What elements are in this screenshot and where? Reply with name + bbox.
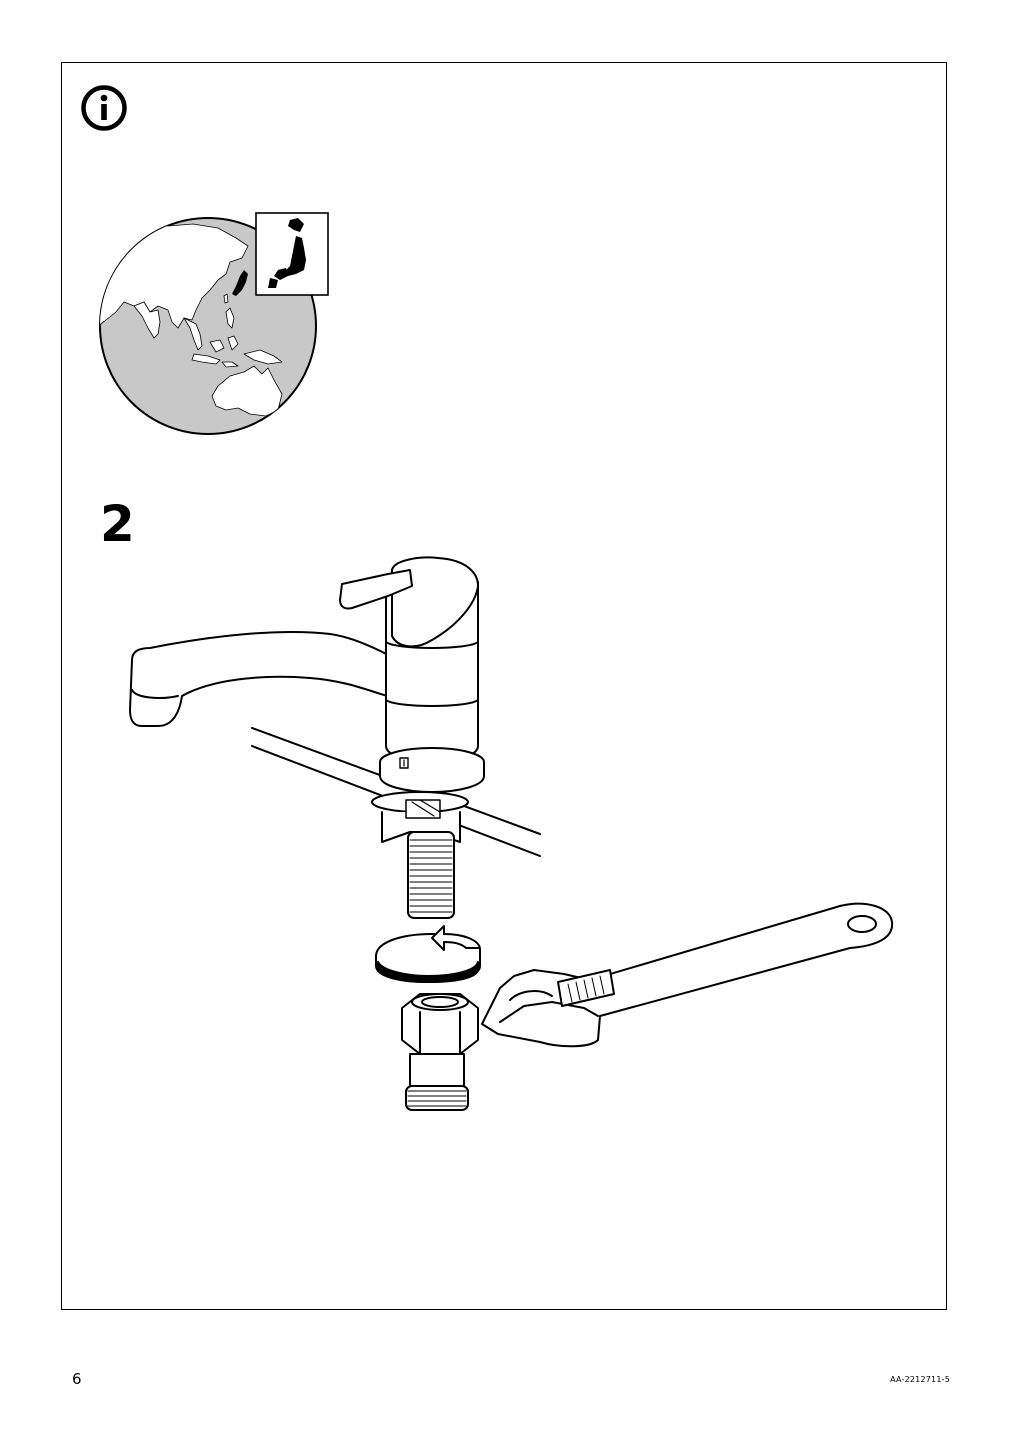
document-code: AA-2212711-5 (890, 1375, 950, 1384)
faucet-icon (129, 556, 485, 793)
asia-pacific-globe-icon (99, 212, 329, 435)
step-number: 2 (100, 495, 135, 553)
rotate-counterclockwise-arrow-icon (375, 925, 481, 983)
page-number: 6 (72, 1370, 82, 1388)
japan-map-icon (268, 218, 306, 288)
info-icon (81, 85, 127, 131)
adjustable-wrench-icon (481, 902, 894, 1048)
instruction-frame (61, 62, 947, 1310)
faucet-installation-illustration (129, 556, 894, 1111)
connector-nut-icon (401, 993, 479, 1111)
threaded-shank-icon (371, 791, 469, 919)
